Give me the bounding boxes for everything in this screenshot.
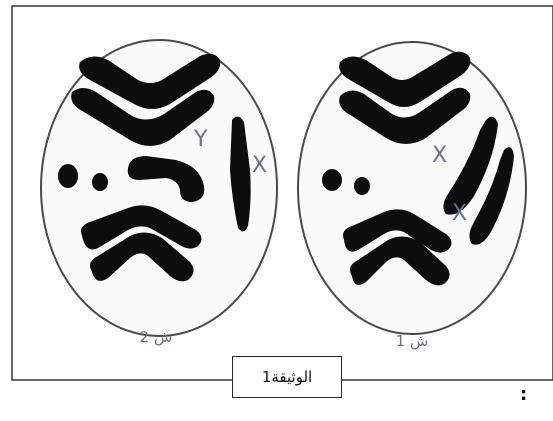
sex-chromosome-label: X	[452, 201, 467, 226]
sex-chromosome-label: Y	[193, 127, 208, 152]
chromosome	[354, 177, 370, 195]
document-label-text: الوثيقة1	[262, 368, 312, 386]
cell-caption: ش 2	[140, 328, 173, 346]
document-label: الوثيقة1	[232, 356, 342, 398]
cell-1: X X ش 1	[298, 42, 526, 350]
trailing-colon: ‏:	[520, 384, 527, 405]
cell-2: Y X ش 2	[41, 40, 277, 346]
chromosome	[92, 173, 108, 191]
cell-caption: ش 1	[396, 332, 429, 350]
sex-chromosome-label: X	[252, 153, 267, 178]
chromosome	[322, 169, 342, 191]
sex-chromosome-label: X	[432, 143, 447, 168]
chromosome	[58, 164, 78, 188]
